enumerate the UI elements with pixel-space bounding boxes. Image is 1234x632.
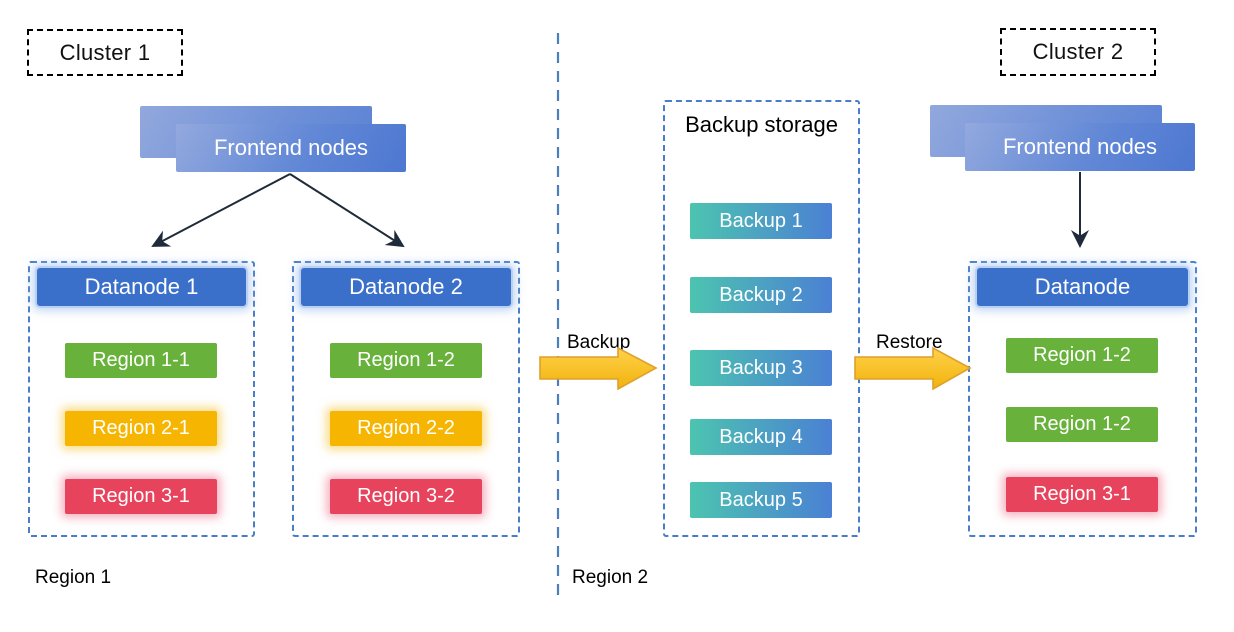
cluster1-frontend-label: Frontend nodes xyxy=(213,135,369,160)
restore-flow-label-text: Restore xyxy=(876,332,943,353)
backup-chip-label: Backup 3 xyxy=(719,356,803,379)
cluster1-label: Cluster 1 xyxy=(59,39,151,65)
cluster2-label: Cluster 2 xyxy=(1032,39,1124,64)
cluster2-datanode-title: Datanode xyxy=(1034,274,1131,299)
backup-chip: Backup 1 xyxy=(690,203,832,239)
backup-storage-title: Backup storage xyxy=(663,110,860,140)
region-chip-label: Region 3-2 xyxy=(357,485,455,507)
frontend-to-datanode2-arrow xyxy=(289,173,405,248)
backup-storage-title-text: Backup storage xyxy=(685,112,838,137)
region2-label: Region 2 xyxy=(572,567,648,589)
region-chip: Region 2-2 xyxy=(330,411,482,446)
backup-flow-label: Backup xyxy=(567,332,630,354)
cluster2-frontend-label: Frontend nodes xyxy=(1002,134,1158,159)
region-chip: Region 1-2 xyxy=(1006,338,1158,373)
backup-chip: Backup 2 xyxy=(690,277,832,313)
region-chip: Region 3-2 xyxy=(330,479,482,514)
restore-flow-label: Restore xyxy=(876,332,943,354)
region-chip: Region 2-1 xyxy=(65,411,217,446)
backup-chip-label: Backup 1 xyxy=(719,209,803,232)
cluster2-datanode-header: Datanode xyxy=(977,268,1188,306)
backup-chip-label: Backup 5 xyxy=(719,488,803,511)
backup-storage-container xyxy=(663,100,860,537)
cluster2-label-box: Cluster 2 xyxy=(1000,28,1156,76)
backup-chip-label: Backup 2 xyxy=(719,283,803,306)
region-chip-label: Region 1-2 xyxy=(357,349,455,371)
datanode2-header: Datanode 2 xyxy=(301,268,511,306)
region-chip-label: Region 3-1 xyxy=(92,485,190,507)
region-chip-label: Region 2-1 xyxy=(92,417,190,439)
backup-chip-label: Backup 4 xyxy=(719,425,803,448)
backup-chip: Backup 3 xyxy=(690,350,832,386)
restore-block-arrow xyxy=(854,346,972,391)
backup-chip: Backup 5 xyxy=(690,482,832,518)
frontend-to-datanode1-arrow xyxy=(151,173,291,247)
region1-label-text: Region 1 xyxy=(35,567,112,588)
datanode1-title: Datanode 1 xyxy=(84,274,199,299)
datanode1-header: Datanode 1 xyxy=(37,268,246,306)
datanode2-title: Datanode 2 xyxy=(349,274,463,299)
backup-flow-label-text: Backup xyxy=(567,332,631,353)
region-chip: Region 3-1 xyxy=(65,479,217,514)
backup-block-arrow xyxy=(539,346,658,391)
region1-label: Region 1 xyxy=(35,567,111,589)
region-chip-label: Region 1-1 xyxy=(92,349,190,371)
region-chip: Region 1-2 xyxy=(330,343,482,378)
region-chip: Region 1-2 xyxy=(1006,407,1158,442)
cluster1-label-box: Cluster 1 xyxy=(27,29,183,76)
cluster1-frontend-nodes: Frontend nodes xyxy=(176,124,406,172)
region-chip-label: Region 1-2 xyxy=(1033,413,1131,435)
backup-chip: Backup 4 xyxy=(690,419,832,455)
region-chip: Region 1-1 xyxy=(65,343,217,378)
region-chip-label: Region 1-2 xyxy=(1033,344,1131,366)
region-chip: Region 3-1 xyxy=(1006,477,1158,512)
region-chip-label: Region 2-2 xyxy=(357,417,455,439)
region2-label-text: Region 2 xyxy=(572,567,649,588)
region-chip-label: Region 3-1 xyxy=(1033,483,1131,505)
cluster2-frontend-nodes: Frontend nodes xyxy=(965,123,1195,171)
